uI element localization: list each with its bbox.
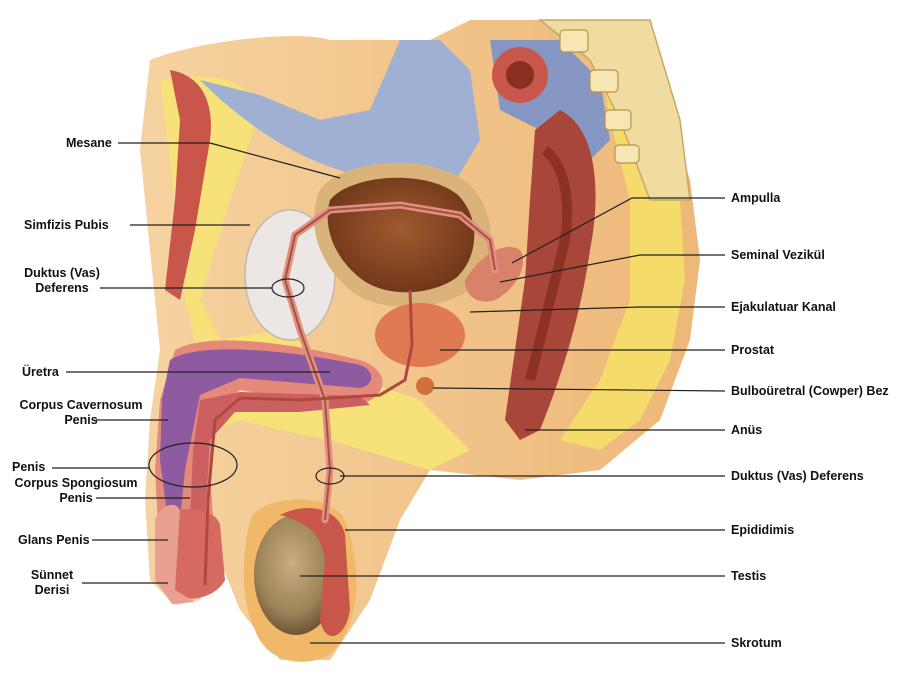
label-ejakulatuar-kanal: Ejakulatuar Kanal	[731, 300, 836, 315]
label-anus: Anüs	[731, 423, 762, 438]
label-corpus-cavernosum: Corpus Cavernosum Penis	[6, 398, 156, 428]
label-duktus-deferens-right: Duktus (Vas) Deferens	[731, 469, 864, 484]
label-testis: Testis	[731, 569, 766, 584]
label-skrotum: Skrotum	[731, 636, 782, 651]
label-prostat: Prostat	[731, 343, 774, 358]
label-ampulla: Ampulla	[731, 191, 780, 206]
bulbourethral-gland	[416, 377, 434, 395]
label-duktus-deferens-left: Duktus (Vas) Deferens	[22, 266, 102, 296]
label-bulbouretral: Bulboüretral (Cowper) Bez	[731, 384, 889, 399]
label-simfizis-pubis: Simfizis Pubis	[24, 218, 109, 233]
label-epididimis: Epididimis	[731, 523, 794, 538]
label-duktus-deferens-line2: Deferens	[22, 281, 102, 296]
label-glans-penis: Glans Penis	[18, 533, 90, 548]
prostate	[375, 303, 465, 367]
label-corpus-spongiosum-line1: Corpus Spongiosum	[6, 476, 146, 491]
label-sunnet-derisi-line1: Sünnet	[20, 568, 84, 583]
label-mesane: Mesane	[66, 136, 112, 151]
label-penis: Penis	[12, 460, 45, 475]
label-sunnet-derisi: Sünnet Derisi	[20, 568, 84, 598]
label-duktus-deferens-line1: Duktus (Vas)	[22, 266, 102, 281]
label-corpus-cavernosum-line2: Penis	[6, 413, 156, 428]
label-corpus-cavernosum-line1: Corpus Cavernosum	[6, 398, 156, 413]
label-corpus-spongiosum-line2: Penis	[6, 491, 146, 506]
label-corpus-spongiosum: Corpus Spongiosum Penis	[6, 476, 146, 506]
label-uretra: Üretra	[22, 365, 59, 380]
label-seminal-vezikul: Seminal Vezikül	[731, 248, 825, 263]
label-sunnet-derisi-line2: Derisi	[20, 583, 84, 598]
